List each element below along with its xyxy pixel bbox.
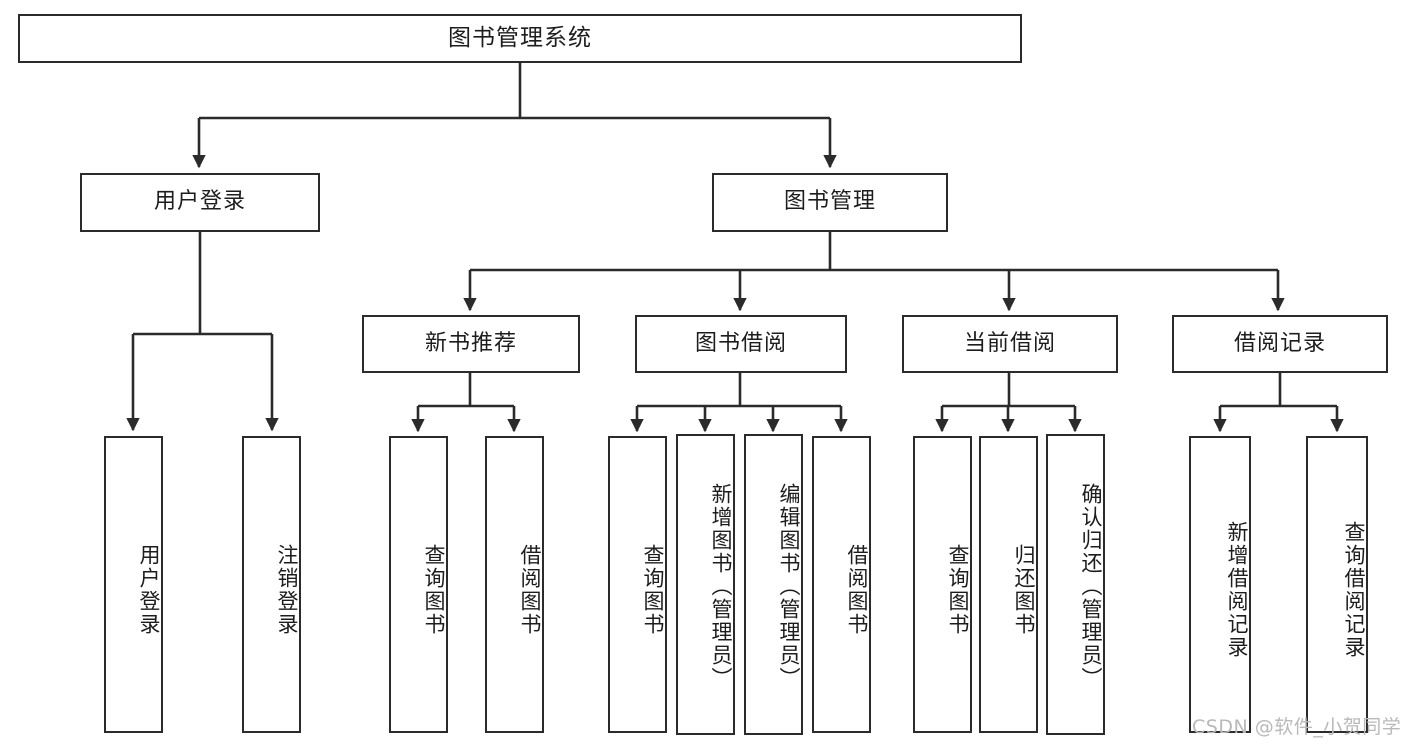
leaf-query-book-borrow[interactable]: 查询图书 <box>608 436 667 733</box>
node-label: 借阅记录 <box>1233 330 1326 356</box>
watermark-csdn: CSDN @软件_小贺同学 <box>1192 716 1402 738</box>
node-label: 用户登录 <box>153 189 246 215</box>
leaf-add-book-admin[interactable]: 新增图书（管理员） <box>676 434 735 735</box>
node-book-borrow[interactable]: 图书借阅 <box>635 315 847 373</box>
node-label: 借阅图书 <box>518 543 542 636</box>
node-user-login[interactable]: 用户登录 <box>80 173 320 232</box>
node-book-management[interactable]: 图书管理 <box>712 173 948 232</box>
node-label: 图书借阅 <box>694 330 787 356</box>
node-label: 当前借阅 <box>963 330 1056 356</box>
node-label: 查询图书 <box>641 543 665 636</box>
node-label: 新增图书（管理员） <box>709 483 733 690</box>
leaf-add-borrow-record[interactable]: 新增借阅记录 <box>1189 436 1251 733</box>
leaf-confirm-return-admin[interactable]: 确认归还（管理员） <box>1046 434 1105 735</box>
node-label: 新增借阅记录 <box>1225 520 1249 659</box>
leaf-query-book-current[interactable]: 查询图书 <box>913 436 972 733</box>
node-label: 新书推荐 <box>424 330 517 356</box>
node-label: 查询图书 <box>422 543 446 636</box>
node-label: 查询图书 <box>946 543 970 636</box>
node-new-book-recommend[interactable]: 新书推荐 <box>362 315 580 373</box>
node-label: 图书管理 <box>783 189 876 215</box>
node-label: 用户登录 <box>137 543 161 636</box>
leaf-user-login[interactable]: 用户登录 <box>104 436 163 733</box>
leaf-edit-book-admin[interactable]: 编辑图书（管理员） <box>744 434 803 735</box>
node-root-book-management-system[interactable]: 图书管理系统 <box>18 14 1022 63</box>
leaf-borrow-book[interactable]: 借阅图书 <box>812 436 871 733</box>
node-label: 借阅图书 <box>845 543 869 636</box>
node-label: 注销登录 <box>275 543 299 636</box>
node-borrow-record[interactable]: 借阅记录 <box>1172 315 1388 373</box>
leaf-logout[interactable]: 注销登录 <box>242 436 301 733</box>
node-label: 查询借阅记录 <box>1342 520 1366 659</box>
node-label: 归还图书 <box>1012 543 1036 636</box>
leaf-return-book[interactable]: 归还图书 <box>979 436 1038 733</box>
node-current-borrow[interactable]: 当前借阅 <box>902 315 1118 373</box>
leaf-query-borrow-record[interactable]: 查询借阅记录 <box>1306 436 1368 733</box>
node-label: 确认归还（管理员） <box>1079 483 1103 690</box>
leaf-query-book-newbook[interactable]: 查询图书 <box>389 436 448 733</box>
node-label: 图书管理系统 <box>448 24 592 51</box>
leaf-borrow-book-newbook[interactable]: 借阅图书 <box>485 436 544 733</box>
node-label: 编辑图书（管理员） <box>777 483 801 690</box>
